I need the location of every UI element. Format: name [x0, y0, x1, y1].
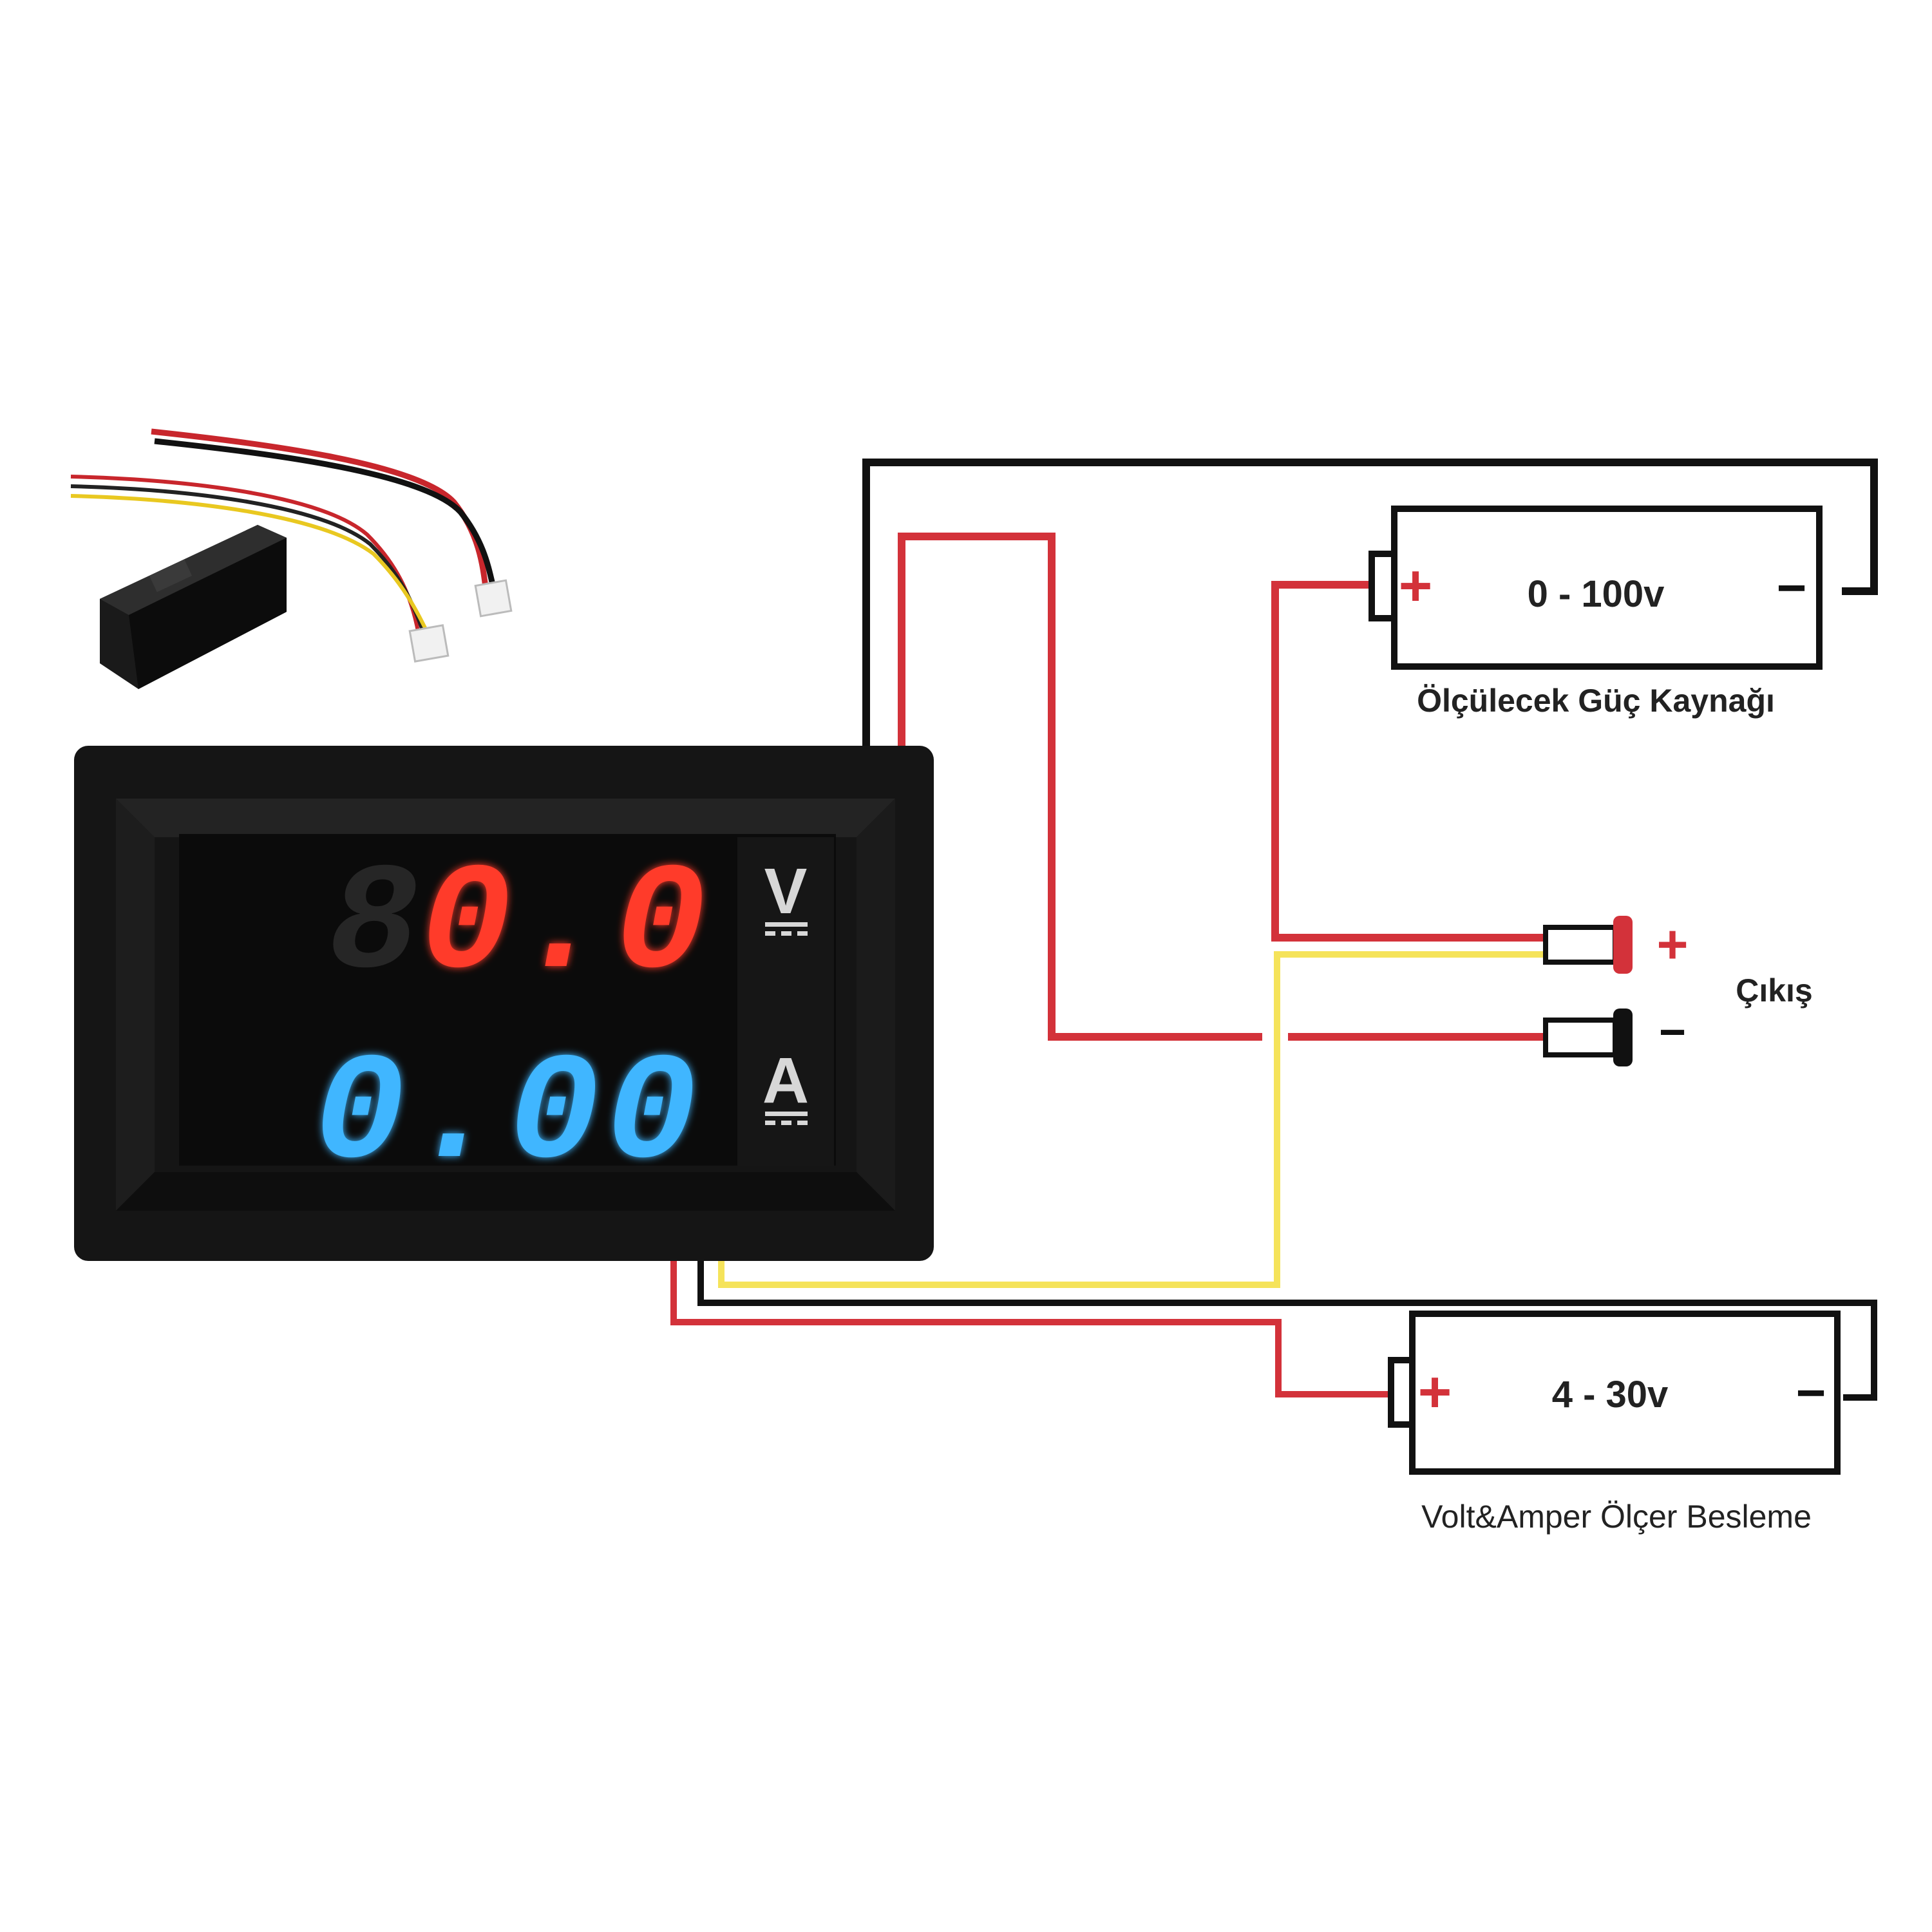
voltage-reading: 0.0: [421, 840, 712, 1012]
supply-range-label: 4 - 30v: [1552, 1374, 1669, 1416]
thumb-red-wire: [151, 428, 489, 593]
output-minus-sign: −: [1659, 1007, 1686, 1058]
thumb-connector-2pin: [474, 579, 513, 618]
red-wire-shunt: [898, 533, 1262, 1041]
supply-minus-sign: −: [1796, 1364, 1826, 1421]
current-reading: 0.00: [314, 1030, 703, 1202]
thumb-black-wire: [154, 438, 498, 594]
thumb-connector-3pin: [408, 624, 450, 663]
voltage-ghost-digit: 8: [328, 840, 419, 1012]
supply-battery: + 4 - 30v −: [1388, 1311, 1841, 1475]
voltage-unit-label: V: [764, 855, 808, 927]
output-negative-terminal: −: [1543, 1007, 1686, 1066]
dc-symbol-voltage: [765, 922, 808, 936]
module-thumbnail: [70, 428, 513, 689]
thumb-yellow-wire: [70, 494, 433, 642]
power-source-plus-sign: +: [1399, 554, 1433, 618]
supply-plus-sign: +: [1418, 1360, 1452, 1425]
output-label: Çıkış: [1736, 972, 1813, 1009]
power-source-minus-sign: −: [1777, 559, 1807, 616]
current-unit-label: A: [762, 1045, 809, 1117]
output-positive-terminal: +: [1543, 914, 1689, 974]
power-source-range-label: 0 - 100v: [1528, 573, 1665, 615]
supply-caption: Volt&Amper Ölçer Besleme: [1421, 1499, 1812, 1535]
volt-amp-meter: 8 0.0 0.00 V A: [74, 746, 934, 1261]
dc-symbol-current: [765, 1112, 808, 1125]
output-plus-sign: +: [1656, 914, 1688, 974]
red-wire-source-pos: [1271, 581, 1546, 942]
red-wire-supply: [670, 1256, 1391, 1397]
black-wire-source: [862, 459, 1878, 747]
power-source-battery: + 0 - 100v −: [1368, 506, 1823, 670]
yellow-wire-sense: [718, 951, 1546, 1288]
display-window: [179, 834, 836, 1166]
black-wire-supply: [697, 1256, 1877, 1401]
power-source-caption: Ölçülecek Güç Kaynağı: [1417, 683, 1775, 719]
